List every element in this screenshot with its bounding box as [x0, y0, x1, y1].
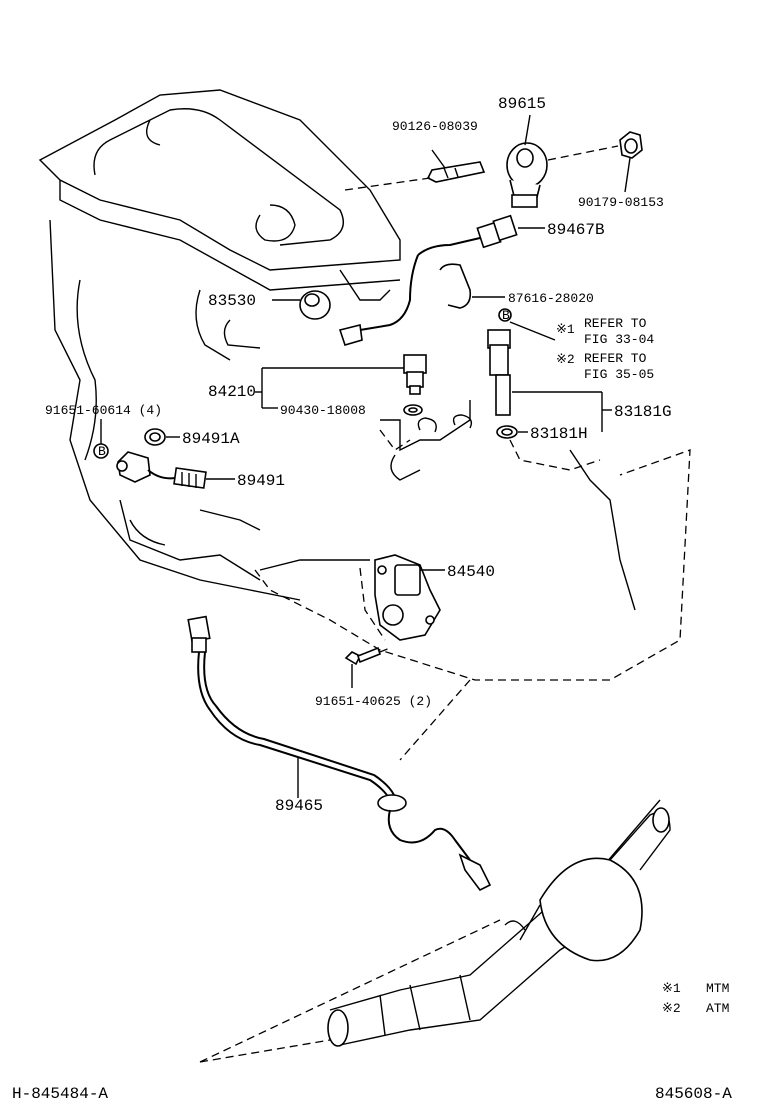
sensor-84210[interactable] — [261, 354, 427, 408]
label-89615: 89615 — [498, 95, 546, 113]
oxygen-sensor-89465[interactable] — [187, 615, 492, 892]
legend-mark-1: ※1 — [662, 981, 681, 996]
knock-sensor-89615[interactable] — [506, 114, 548, 208]
legend-mark-2: ※2 — [662, 1001, 681, 1016]
footer-right-code: 845608-A — [655, 1085, 732, 1103]
engine-block-illustration — [38, 89, 691, 681]
label-84210: 84210 — [208, 383, 256, 401]
label-87616-28020: 87616-28020 — [508, 291, 594, 306]
sensor-89491[interactable] — [116, 451, 235, 489]
ref1-mark: ※1 — [556, 322, 575, 337]
label-83181H: 83181H — [530, 425, 588, 443]
footer-left-code: H-845484-A — [12, 1085, 108, 1103]
label-83181G: 83181G — [614, 403, 672, 421]
legend-text-1: MTM — [706, 981, 729, 996]
ref2-line1: REFER TO — [584, 351, 647, 366]
gasket-89491A[interactable] — [144, 428, 180, 446]
legend-text-2: ATM — [706, 1001, 729, 1016]
label-91651-40625: 91651-40625 (2) — [315, 694, 432, 709]
oil-pressure-switch-83530[interactable] — [272, 290, 331, 320]
exhaust-pipe-illustration — [327, 799, 671, 1047]
bolt-91651-40625[interactable] — [344, 646, 381, 688]
stud-bolt-90126-08039[interactable] — [426, 149, 486, 183]
nut-90179-08153[interactable] — [619, 131, 643, 193]
clamp-87616-28020[interactable] — [439, 263, 505, 309]
gasket-90430-18008[interactable] — [262, 404, 423, 416]
ref2-mark: ※2 — [556, 352, 575, 367]
label-83530: 83530 — [208, 292, 256, 310]
ref1-line1: REFER TO — [584, 316, 647, 331]
gasket-83181H[interactable] — [496, 425, 528, 439]
label-89467B: 89467B — [547, 221, 605, 239]
ref2-line2: FIG 35-05 — [584, 367, 654, 382]
label-91651-60614: 91651-60614 (4) — [45, 403, 162, 418]
label-90126-08039: 90126-08039 — [392, 119, 478, 134]
sensor-83181G[interactable] — [487, 308, 612, 432]
label-84540: 84540 — [447, 563, 495, 581]
callout-b-marker: B — [502, 308, 510, 323]
callout-b-marker-left: B — [98, 444, 106, 459]
sensor-89467B[interactable] — [338, 214, 545, 346]
label-90179-08153: 90179-08153 — [578, 195, 664, 210]
ref1-line2: FIG 33-04 — [584, 332, 654, 347]
label-89491: 89491 — [237, 472, 285, 490]
switch-84540[interactable] — [374, 554, 445, 641]
label-90430-18008: 90430-18008 — [280, 403, 366, 418]
label-89465: 89465 — [275, 797, 323, 815]
label-89491A: 89491A — [182, 430, 240, 448]
